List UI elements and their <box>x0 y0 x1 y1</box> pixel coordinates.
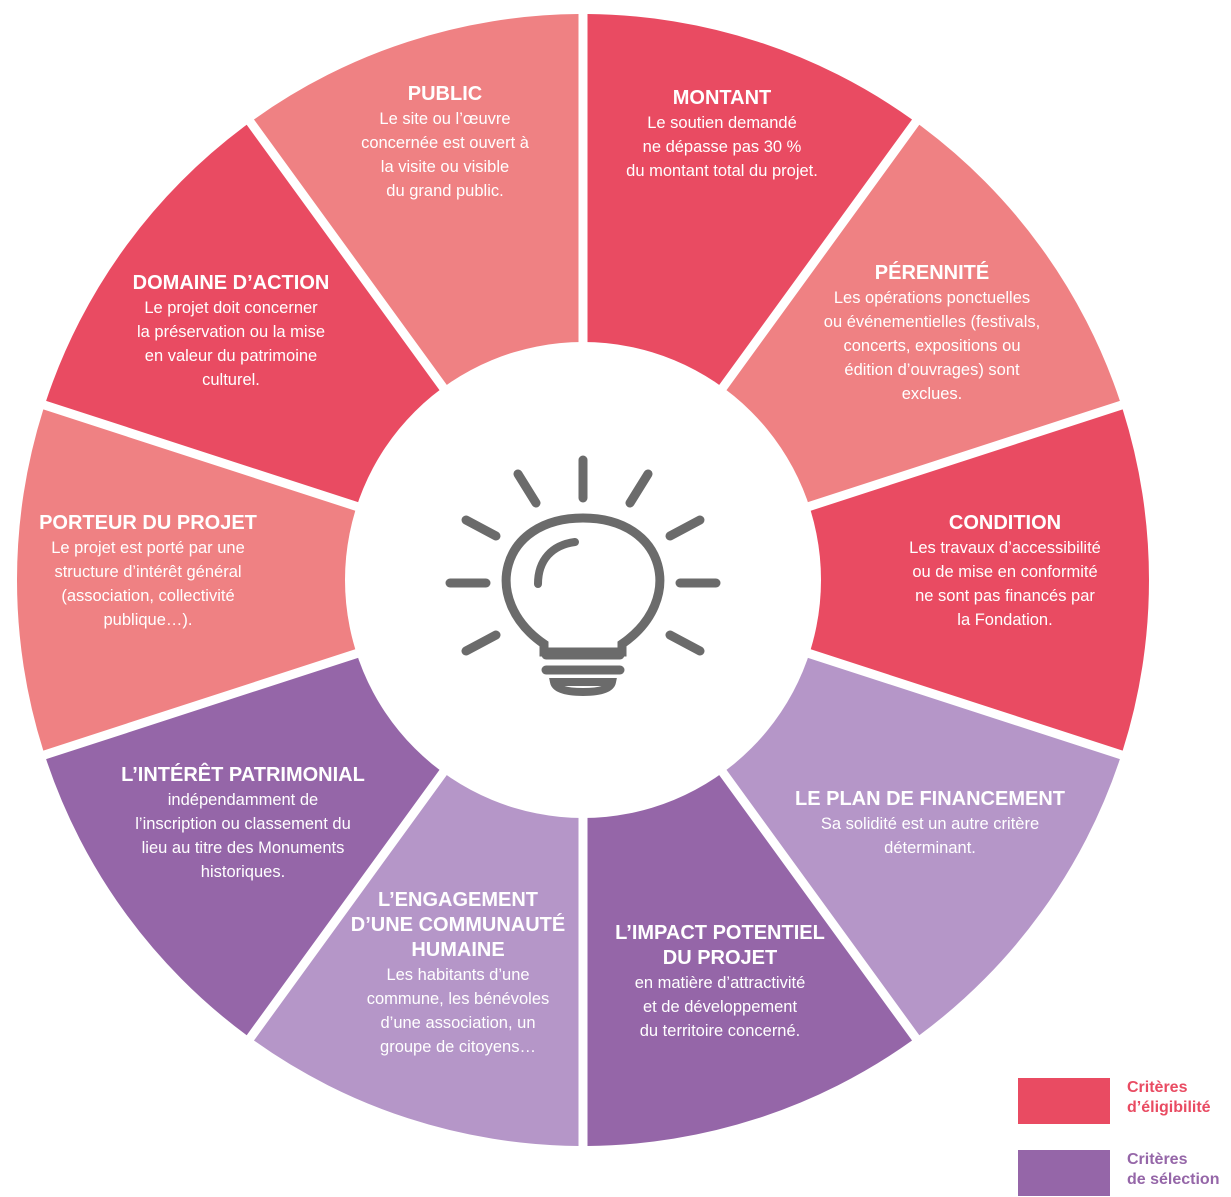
legend-selection-line2: de sélection <box>1127 1171 1220 1188</box>
legend-eligibility-line2: d’éligibilité <box>1127 1099 1211 1116</box>
segment-public-text: concernée est ouvert à <box>361 134 530 152</box>
segment-domaine-action-text: en valeur du patrimoine <box>145 347 317 365</box>
legend-eligibility: Critères d’éligibilité <box>1018 1078 1231 1124</box>
segment-porteur-projet <box>16 409 358 751</box>
segment-public-title: PUBLIC <box>408 83 482 105</box>
segment-domaine-action-text: Le projet doit concerner <box>144 299 318 317</box>
segment-porteur-projet-title: PORTEUR DU PROJET <box>39 512 257 534</box>
segment-public-text: du grand public. <box>386 182 503 200</box>
segment-impact-potentiel <box>587 773 913 1146</box>
segment-montant-title: MONTANT <box>673 87 772 109</box>
legend-selection: Critères de sélection <box>1018 1150 1231 1196</box>
segment-public <box>253 14 579 387</box>
segment-public-text: Le site ou l’œuvre <box>379 110 510 128</box>
segment-perennite-text: exclues. <box>902 385 963 403</box>
segment-engagement-communaute-text: groupe de citoyens… <box>380 1038 536 1056</box>
segment-engagement-communaute-title: HUMAINE <box>411 939 504 961</box>
segment-montant-text: ne dépasse pas 30 % <box>643 138 802 156</box>
segment-condition <box>808 409 1149 751</box>
segment-perennite-text: édition d’ouvrages) sont <box>844 361 1020 379</box>
segment-engagement-communaute-text: Les habitants d’une <box>386 966 529 984</box>
segment-engagement-communaute-title: D’UNE COMMUNAUTÉ <box>351 913 565 936</box>
segment-impact-potentiel-title: DU PROJET <box>663 947 777 969</box>
segment-montant <box>587 14 913 387</box>
segment-impact-potentiel-text: et de développement <box>643 998 798 1016</box>
segment-interet-patrimonial-text: historiques. <box>201 863 285 881</box>
segment-public-text: la visite ou visible <box>381 158 509 176</box>
segment-domaine-action-title: DOMAINE D’ACTION <box>133 272 330 294</box>
segment-engagement-communaute-text: commune, les bénévoles <box>367 990 550 1008</box>
legend-eligibility-label: Critères d’éligibilité <box>1127 1078 1231 1118</box>
segment-interet-patrimonial <box>46 657 441 1036</box>
legend-selection-swatch <box>1018 1150 1110 1196</box>
center-circle <box>345 342 821 818</box>
segment-impact-potentiel-title: L’IMPACT POTENTIEL <box>615 922 825 944</box>
segment-perennite-title: PÉRENNITÉ <box>875 261 989 284</box>
legend-eligibility-line1: Critères <box>1127 1079 1188 1096</box>
segment-porteur-projet-text: Le projet est porté par une <box>51 539 245 557</box>
segment-plan-financement-text: déterminant. <box>884 839 976 857</box>
legend-eligibility-swatch <box>1018 1078 1110 1124</box>
segment-impact-potentiel-text: en matière d’attractivité <box>635 974 806 992</box>
segment-interet-patrimonial-title: L’INTÉRÊT PATRIMONIAL <box>121 762 365 786</box>
segment-engagement-communaute-text: d’une association, un <box>380 1014 535 1032</box>
segment-interet-patrimonial-text: lieu au titre des Monuments <box>142 839 345 857</box>
legend-selection-label: Critères de sélection <box>1127 1150 1231 1190</box>
segment-domaine-action-text: culturel. <box>202 371 260 389</box>
segment-domaine-action <box>46 124 441 503</box>
segment-plan-financement <box>725 657 1120 1036</box>
segment-condition-text: ou de mise en conformité <box>912 563 1097 581</box>
segment-montant-text: Le soutien demandé <box>647 114 797 132</box>
segment-perennite-text: concerts, expositions ou <box>843 337 1020 355</box>
segment-interet-patrimonial-text: indépendamment de <box>168 791 318 809</box>
lightbulb-icon <box>445 455 721 697</box>
segment-domaine-action-text: la préservation ou la mise <box>137 323 325 341</box>
segment-plan-financement-text: Sa solidité est un autre critère <box>821 815 1039 833</box>
segment-porteur-projet-text: publique…). <box>104 611 193 629</box>
segment-engagement-communaute-title: L’ENGAGEMENT <box>378 889 538 911</box>
segment-plan-financement-title: LE PLAN DE FINANCEMENT <box>795 788 1065 810</box>
segment-perennite-text: Les opérations ponctuelles <box>834 289 1030 307</box>
segment-condition-text: la Fondation. <box>957 611 1052 629</box>
segment-porteur-projet-text: structure d’intérêt général <box>54 563 241 581</box>
segment-perennite <box>725 124 1120 503</box>
segment-condition-text: ne sont pas financés par <box>915 587 1095 605</box>
segment-montant-text: du montant total du projet. <box>626 162 818 180</box>
segment-perennite-text: ou événementielles (festivals, <box>824 313 1040 331</box>
segment-condition-title: CONDITION <box>949 512 1061 534</box>
segment-condition-text: Les travaux d’accessibilité <box>909 539 1101 557</box>
segment-impact-potentiel-text: du territoire concerné. <box>640 1022 801 1040</box>
segment-porteur-projet-text: (association, collectivité <box>61 587 234 605</box>
legend-selection-line1: Critères <box>1127 1151 1188 1168</box>
segment-engagement-communaute <box>253 773 579 1146</box>
segment-interet-patrimonial-text: l’inscription ou classement du <box>135 815 351 833</box>
